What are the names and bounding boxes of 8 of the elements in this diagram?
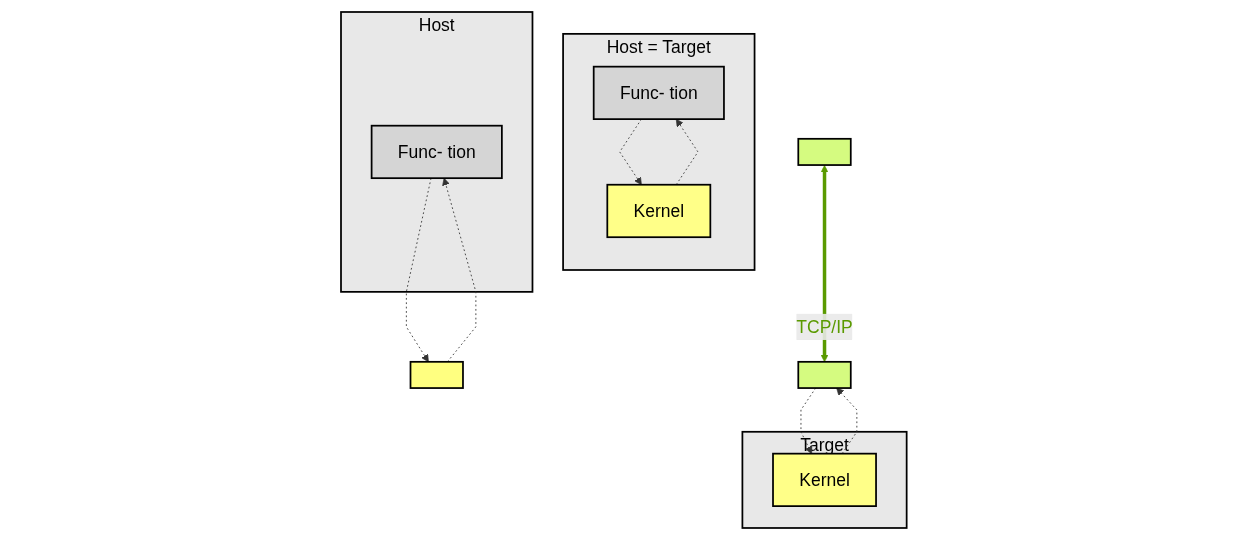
node-box: Kernel xyxy=(771,452,877,507)
node-box xyxy=(797,137,852,166)
node-box xyxy=(409,360,464,389)
node-box: Func- tion xyxy=(592,65,725,120)
edge-label: TCP/IP xyxy=(796,317,853,337)
node-box: Kernel xyxy=(606,183,711,239)
node-box: Func- tion xyxy=(370,124,503,180)
node-box xyxy=(797,360,852,389)
